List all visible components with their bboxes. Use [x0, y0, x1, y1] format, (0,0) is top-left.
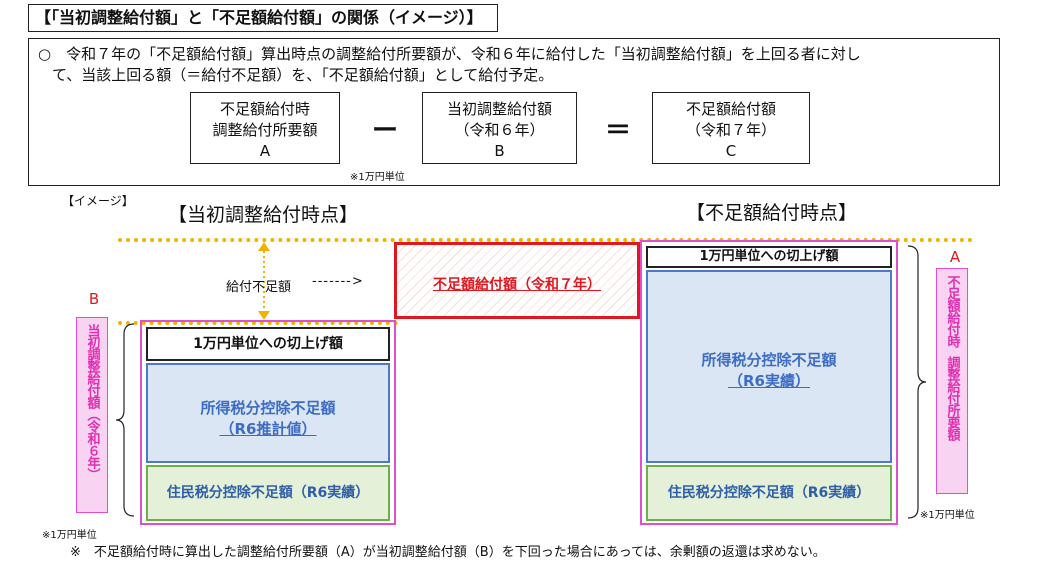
right-income-tax-label: 所得税分控除不足額	[701, 351, 837, 369]
left-stack-frame	[140, 320, 396, 525]
formula-b-letter: B	[494, 142, 505, 160]
left-roundup-box: 1万円単位への切上げ額	[146, 327, 390, 361]
formula-c-line1: 不足額給付額	[685, 100, 776, 118]
page-title: 【「当初調整給付額」と「不足額給付額」の関係（イメージ）】	[28, 4, 498, 32]
minus-sign: ー	[371, 116, 398, 146]
c-shortfall-label: 不足額給付額（令和７年）	[433, 277, 601, 293]
shortfall-arrow-icon	[258, 242, 270, 320]
left-dotted-line	[118, 321, 398, 325]
formula-b-line1: 当初調整給付額	[446, 100, 552, 118]
formula-box-a: 不足額給付時 調整給付所要額 A	[190, 92, 340, 164]
left-resident-tax-box: 住民税分控除不足額（R6実績）	[146, 465, 390, 521]
right-stack-frame	[640, 240, 898, 525]
letter-b: B	[88, 290, 100, 308]
formula-a-line1: 不足額給付時	[219, 100, 310, 118]
explanation-line-2: て、当該上回る額（＝給付不足額）を、「不足額給付額」として給付予定。	[52, 66, 554, 84]
formula-c-line2: （令和７年）	[685, 121, 776, 139]
a-vertical-label: 不足額給付時 調整給付所要額	[936, 268, 968, 494]
shortfall-dashed-arrow: ------->	[312, 274, 364, 289]
left-unit-note: ※1万円単位	[42, 530, 97, 541]
left-income-tax-box: 所得税分控除不足額 （R6推計値）	[146, 363, 390, 463]
b-vertical-label-text: 当初調整給付額（令和６年）	[84, 324, 100, 480]
right-unit-note: ※1万円単位	[920, 510, 975, 521]
right-brace-icon	[907, 245, 927, 519]
left-phase-title: 【当初調整給付時点】	[168, 204, 359, 226]
explanation-box	[28, 38, 1000, 186]
formula-b-line2: （令和６年）	[454, 121, 545, 139]
top-dotted-line	[118, 238, 973, 242]
right-income-tax-sub: （R6実績）	[728, 372, 810, 390]
formula-a-letter: A	[259, 142, 271, 160]
formula-box-b: 当初調整給付額 （令和６年） B	[422, 92, 577, 164]
formula-a-line2: 調整給付所要額	[212, 121, 318, 139]
c-shortfall-box	[394, 242, 640, 319]
left-income-tax-label: 所得税分控除不足額	[200, 399, 336, 417]
right-income-tax-box: 所得税分控除不足額 （R6実績）	[646, 270, 892, 463]
left-income-tax-sub: （R6推計値）	[219, 420, 317, 438]
explanation-line-1: ○ 令和７年の「不足額給付額」算出時点の調整給付所要額が、令和６年に給付した「当…	[38, 45, 861, 63]
a-vertical-label-text-2: 調整給付所要額	[944, 356, 960, 440]
formula-unit-note: ※1万円単位	[350, 172, 405, 183]
right-resident-tax-box: 住民税分控除不足額（R6実績）	[646, 465, 892, 521]
right-roundup-box: 1万円単位への切上げ額	[646, 246, 892, 268]
shortfall-label: 給付不足額	[226, 280, 292, 295]
right-phase-title: 【不足額給付時点】	[686, 202, 858, 224]
a-vertical-label-text-1: 不足額給付時	[944, 275, 960, 347]
image-label: 【イメージ】	[62, 194, 134, 208]
explanation-text: ○ 令和７年の「不足額給付額」算出時点の調整給付所要額が、令和６年に給付した「当…	[38, 44, 990, 86]
footer-note: ※ 不足額給付時に算出した調整給付所要額（A）が当初調整給付額（B）を下回った場…	[70, 545, 826, 560]
b-vertical-label: 当初調整給付額（令和６年）	[76, 317, 108, 513]
equals-sign: ＝	[604, 116, 631, 146]
formula-c-letter: C	[725, 142, 737, 160]
left-brace-icon	[115, 323, 135, 517]
letter-a: A	[949, 248, 961, 266]
formula-box-c: 不足額給付額 （令和７年） C	[652, 92, 810, 164]
